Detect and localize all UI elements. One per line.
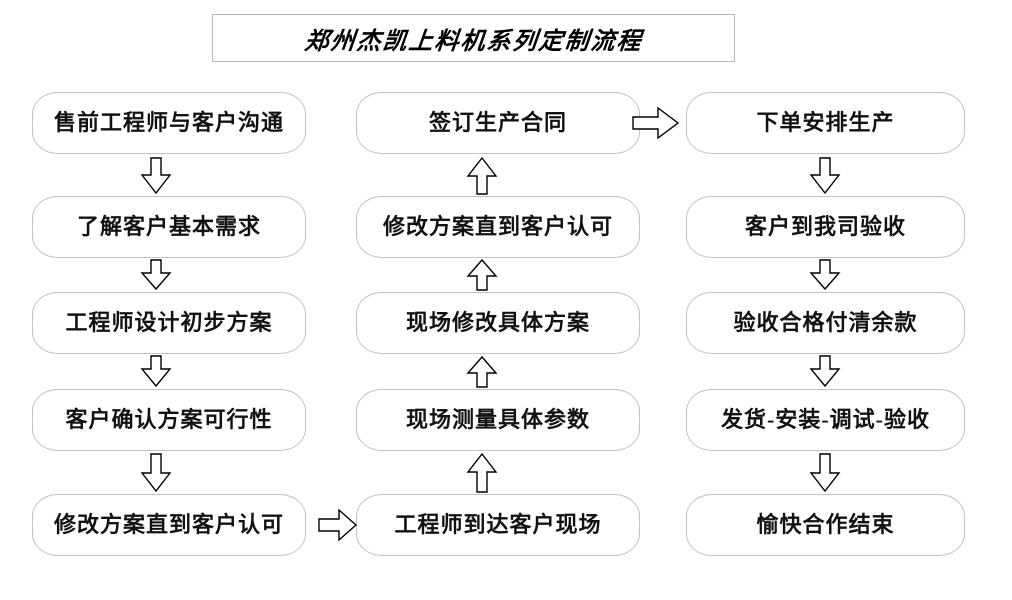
flow-step-label: 验收合格付清余款 <box>733 310 918 335</box>
flow-step-box[interactable]: 工程师设计初步方案 <box>32 292 306 354</box>
arrow-down-icon <box>139 355 173 388</box>
arrow-up-icon <box>465 258 499 292</box>
arrow-down-icon <box>139 157 173 195</box>
flow-step-label: 下单安排生产 <box>756 110 895 135</box>
flow-step-box[interactable]: 修改方案直到客户认可 <box>356 196 640 258</box>
flow-step-box[interactable]: 客户到我司验收 <box>686 196 965 258</box>
flow-step-label: 客户确认方案可行性 <box>65 407 273 432</box>
flow-step-box[interactable]: 验收合格付清余款 <box>686 292 965 354</box>
flow-step-box[interactable]: 售前工程师与客户沟通 <box>32 92 306 154</box>
arrow-down-icon <box>808 355 842 388</box>
arrow-down-icon <box>139 453 173 493</box>
flow-step-label: 了解客户基本需求 <box>76 214 261 239</box>
flow-step-label: 工程师设计初步方案 <box>65 310 273 335</box>
arrow-up-icon <box>465 452 499 494</box>
flow-step-box[interactable]: 发货-安装-调试-验收 <box>686 389 965 451</box>
page-title: 郑州杰凯上料机系列定制流程 <box>302 28 644 55</box>
flow-step-box[interactable]: 了解客户基本需求 <box>32 196 306 258</box>
flow-step-label: 售前工程师与客户沟通 <box>53 110 284 135</box>
arrow-right-icon <box>632 106 680 140</box>
arrow-up-icon <box>465 355 499 389</box>
arrow-right-icon <box>318 508 358 542</box>
flow-step-label: 现场修改具体方案 <box>405 310 590 335</box>
flow-step-label: 客户到我司验收 <box>744 214 906 239</box>
flow-step-label: 修改方案直到客户认可 <box>53 512 284 537</box>
flow-step-box[interactable]: 现场测量具体参数 <box>356 389 640 451</box>
flow-step-box[interactable]: 愉快合作结束 <box>686 494 965 556</box>
flow-step-label: 愉快合作结束 <box>756 512 895 537</box>
flow-step-label: 发货-安装-调试-验收 <box>721 407 930 432</box>
flow-step-box[interactable]: 客户确认方案可行性 <box>32 389 306 451</box>
flow-step-box[interactable]: 现场修改具体方案 <box>356 292 640 354</box>
arrow-down-icon <box>808 259 842 291</box>
arrow-up-icon <box>465 156 499 196</box>
flow-step-box[interactable]: 修改方案直到客户认可 <box>32 494 306 556</box>
flow-step-box[interactable]: 下单安排生产 <box>686 92 965 154</box>
arrow-down-icon <box>808 157 842 195</box>
arrow-down-icon <box>139 259 173 291</box>
flow-step-box[interactable]: 工程师到达客户现场 <box>356 494 640 556</box>
flow-step-label: 修改方案直到客户认可 <box>382 214 613 239</box>
chart-title-box: 郑州杰凯上料机系列定制流程 <box>212 14 735 62</box>
arrow-down-icon <box>808 453 842 493</box>
flow-step-box[interactable]: 签订生产合同 <box>356 92 640 154</box>
flow-step-label: 工程师到达客户现场 <box>394 512 602 537</box>
flow-step-label: 现场测量具体参数 <box>405 407 590 432</box>
flow-step-label: 签订生产合同 <box>428 110 567 135</box>
